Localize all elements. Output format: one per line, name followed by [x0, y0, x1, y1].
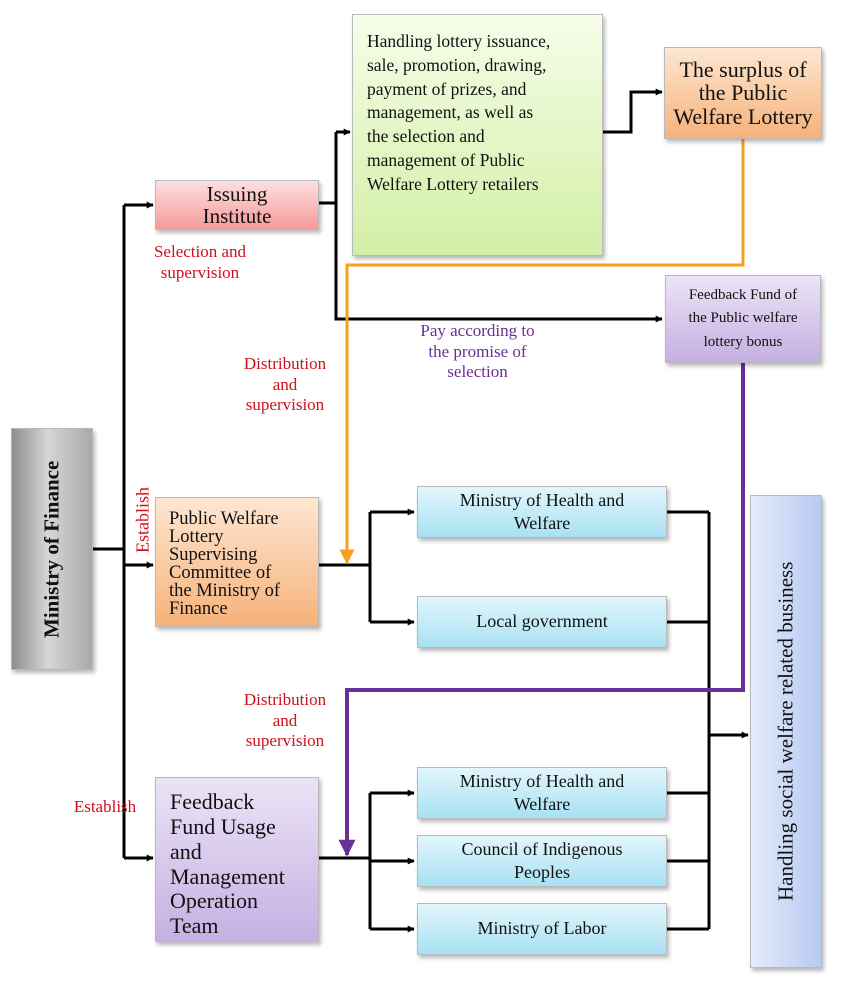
distribution-supervision-label-1: Distribution and supervision: [243, 354, 327, 415]
local-government-box: Local government: [417, 596, 667, 648]
surplus-box: The surplus of the Public Welfare Lotter…: [664, 47, 822, 139]
handling-lottery-label: Handling lottery issuance, sale, promoti…: [367, 31, 551, 194]
social-welfare-label: Handling social welfare related business: [773, 561, 798, 902]
establish-vertical-label: Establish: [132, 487, 153, 553]
supervising-committee-box: Public Welfare Lottery Supervising Commi…: [155, 497, 319, 627]
social-welfare-box: Handling social welfare related business: [750, 495, 822, 968]
feedback-team-label: Feedback Fund Usage and Management Opera…: [170, 789, 285, 939]
feedback-flow-arrow: [338, 363, 745, 857]
surplus-flow-arrow: [339, 139, 745, 565]
handling-lottery-box: Handling lottery issuance, sale, promoti…: [352, 14, 603, 256]
issuing-institute-label: Issuing Institute: [202, 181, 272, 228]
council-indigenous-box: Council of Indigenous Peoples: [417, 835, 667, 887]
ministry-health-welfare-label-1: Ministry of Health and Welfare: [459, 489, 625, 533]
feedback-team-box: Feedback Fund Usage and Management Opera…: [155, 777, 319, 942]
ministry-of-finance-label: Ministry of Finance: [39, 460, 64, 638]
ministry-of-finance-box: Ministry of Finance: [11, 428, 93, 670]
supervising-committee-label: Public Welfare Lottery Supervising Commi…: [169, 509, 280, 619]
ministry-labor-label: Ministry of Labor: [477, 918, 607, 939]
arrow-to-feedback-fund: [334, 203, 663, 323]
surplus-label: The surplus of the Public Welfare Lotter…: [673, 57, 813, 129]
issuing-institute-box: Issuing Institute: [155, 180, 319, 230]
arrow-to-surplus: [603, 88, 663, 134]
ministry-health-welfare-box-2: Ministry of Health and Welfare: [417, 767, 667, 819]
feedback-fund-label: Feedback Fund of the Public welfare lott…: [688, 287, 798, 350]
selection-supervision-label: Selection and supervision: [153, 242, 247, 282]
ministry-labor-box: Ministry of Labor: [417, 903, 667, 955]
feedback-fund-box: Feedback Fund of the Public welfare lott…: [665, 275, 821, 363]
distribution-supervision-label-2: Distribution and supervision: [243, 690, 327, 751]
pay-according-label: Pay according to the promise of selectio…: [420, 321, 535, 382]
local-government-label: Local government: [476, 611, 608, 632]
council-indigenous-label: Council of Indigenous Peoples: [461, 838, 623, 882]
ministry-health-welfare-label-2: Ministry of Health and Welfare: [459, 770, 625, 814]
establish-lower-label: Establish: [73, 797, 137, 816]
ministry-health-welfare-box-1: Ministry of Health and Welfare: [417, 486, 667, 538]
